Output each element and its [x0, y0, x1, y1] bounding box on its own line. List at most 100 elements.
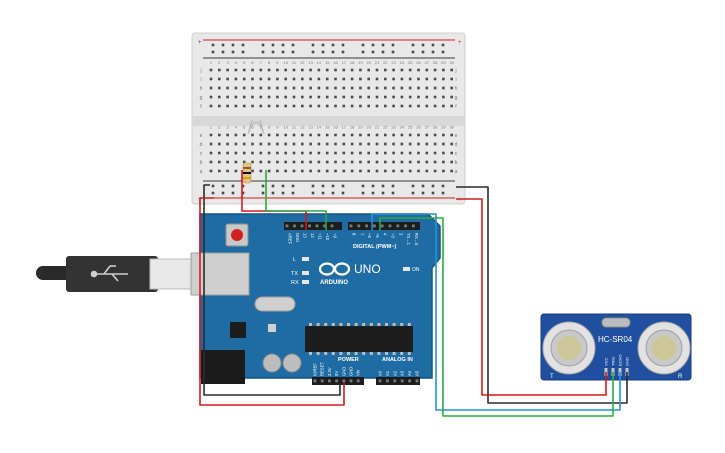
breadboard-hole[interactable]	[342, 151, 346, 155]
breadboard-hole[interactable]	[350, 77, 354, 81]
breadboard-hole[interactable]	[342, 104, 346, 108]
breadboard-hole[interactable]	[259, 142, 263, 146]
breadboard-hole[interactable]	[442, 95, 445, 99]
breadboard-hole[interactable]	[292, 169, 296, 173]
breadboard-hole[interactable]	[301, 68, 304, 72]
rail-hole[interactable]	[311, 43, 315, 47]
breadboard-hole[interactable]	[375, 160, 379, 164]
breadboard-hole[interactable]	[392, 86, 395, 90]
breadboard-hole[interactable]	[442, 86, 445, 90]
breadboard-hole[interactable]	[334, 151, 337, 155]
breadboard-hole[interactable]	[309, 77, 312, 81]
rail-hole[interactable]	[411, 43, 415, 47]
breadboard-hole[interactable]	[284, 86, 287, 90]
breadboard-hole[interactable]	[450, 169, 453, 173]
breadboard-hole[interactable]	[325, 104, 329, 108]
breadboard-hole[interactable]	[350, 104, 354, 108]
breadboard-hole[interactable]	[392, 68, 395, 72]
breadboard-hole[interactable]	[450, 142, 453, 146]
header-pin[interactable]	[373, 224, 376, 228]
breadboard-hole[interactable]	[450, 151, 453, 155]
breadboard-hole[interactable]	[442, 68, 445, 72]
breadboard-hole[interactable]	[218, 142, 221, 146]
breadboard-hole[interactable]	[417, 142, 420, 146]
rail-hole[interactable]	[231, 184, 235, 188]
rail-hole[interactable]	[241, 184, 245, 188]
rail-hole[interactable]	[281, 43, 285, 47]
breadboard-hole[interactable]	[284, 68, 287, 72]
breadboard-hole[interactable]	[408, 151, 412, 155]
breadboard-hole[interactable]	[317, 151, 321, 155]
rail-hole[interactable]	[311, 50, 315, 54]
breadboard-hole[interactable]	[425, 151, 429, 155]
breadboard-hole[interactable]	[234, 169, 238, 173]
breadboard-hole[interactable]	[317, 95, 321, 99]
breadboard-hole[interactable]	[367, 160, 370, 164]
breadboard-hole[interactable]	[209, 68, 213, 72]
breadboard-hole[interactable]	[209, 142, 213, 146]
breadboard-hole[interactable]	[301, 160, 304, 164]
wire-red-5v[interactable]	[199, 197, 345, 406]
breadboard-hole[interactable]	[259, 86, 263, 90]
breadboard-hole[interactable]	[251, 133, 254, 137]
breadboard-hole[interactable]	[234, 86, 238, 90]
breadboard-hole[interactable]	[417, 160, 420, 164]
breadboard-hole[interactable]	[350, 142, 354, 146]
breadboard-hole[interactable]	[433, 86, 437, 90]
breadboard-hole[interactable]	[251, 104, 254, 108]
breadboard-hole[interactable]	[226, 104, 229, 108]
breadboard-hole[interactable]	[342, 68, 346, 72]
breadboard-hole[interactable]	[267, 68, 271, 72]
breadboard-hole[interactable]	[259, 77, 263, 81]
breadboard-hole[interactable]	[292, 160, 296, 164]
breadboard-hole[interactable]	[325, 169, 329, 173]
breadboard-hole[interactable]	[226, 169, 229, 173]
breadboard-hole[interactable]	[267, 77, 271, 81]
breadboard-hole[interactable]	[359, 86, 362, 90]
breadboard-hole[interactable]	[259, 68, 263, 72]
breadboard-hole[interactable]	[309, 151, 312, 155]
wire-green-sensor-trig[interactable]	[379, 217, 614, 417]
breadboard-hole[interactable]	[276, 133, 279, 137]
rail-hole[interactable]	[361, 43, 365, 47]
breadboard-hole[interactable]	[400, 68, 404, 72]
rail-hole[interactable]	[211, 191, 215, 195]
breadboard-hole[interactable]	[317, 68, 321, 72]
rail-hole[interactable]	[211, 43, 215, 47]
rail-hole[interactable]	[261, 50, 265, 54]
wire-black-gnd[interactable]	[203, 184, 341, 396]
breadboard-hole[interactable]	[251, 160, 254, 164]
rail-hole[interactable]	[431, 43, 435, 47]
wire-blue-sensor-echo[interactable]	[371, 213, 621, 411]
breadboard-hole[interactable]	[234, 68, 238, 72]
breadboard-hole[interactable]	[301, 104, 304, 108]
breadboard-hole[interactable]	[334, 77, 337, 81]
rail-hole[interactable]	[441, 184, 445, 188]
breadboard-hole[interactable]	[209, 133, 213, 137]
resistor[interactable]	[242, 162, 252, 184]
breadboard-hole[interactable]	[292, 133, 296, 137]
rail-hole[interactable]	[341, 50, 345, 54]
breadboard-hole[interactable]	[442, 142, 445, 146]
rail-hole[interactable]	[241, 43, 245, 47]
breadboard-hole[interactable]	[301, 86, 304, 90]
header-pin[interactable]	[285, 224, 289, 228]
rail-hole[interactable]	[321, 43, 325, 47]
breadboard-hole[interactable]	[334, 104, 337, 108]
breadboard-hole[interactable]	[309, 142, 312, 146]
breadboard-hole[interactable]	[417, 95, 420, 99]
rail-hole[interactable]	[391, 43, 395, 47]
rail-hole[interactable]	[261, 184, 265, 188]
header-pin[interactable]	[386, 379, 389, 383]
breadboard-hole[interactable]	[359, 95, 362, 99]
usb-cable[interactable]	[36, 256, 195, 292]
rail-hole[interactable]	[391, 50, 395, 54]
rail-hole[interactable]	[331, 50, 335, 54]
breadboard-hole[interactable]	[450, 104, 453, 108]
breadboard-hole[interactable]	[209, 160, 213, 164]
breadboard-hole[interactable]	[251, 77, 254, 81]
breadboard-hole[interactable]	[367, 95, 370, 99]
header-pin[interactable]	[330, 224, 334, 228]
breadboard-hole[interactable]	[209, 77, 213, 81]
